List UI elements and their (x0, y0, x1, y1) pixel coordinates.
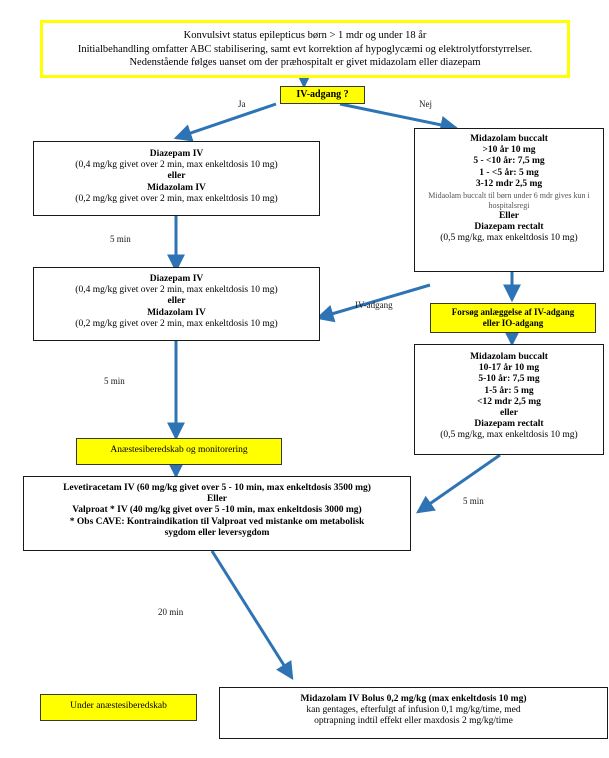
box-midazolam-buccalt-2: Midazolam buccalt 10-17 år 10 mg 5-10 år… (414, 344, 604, 455)
diazepam1-line-4: Midazolam IV (147, 182, 206, 193)
midazolam2-eller: eller (500, 408, 518, 419)
bolus-line-3: optrapning indtil effekt eller maxdosis … (314, 716, 513, 727)
midazolam1-note: Midaolam buccalt til børn under 6 mdr gi… (428, 191, 590, 211)
decision-iv-access[interactable]: IV-adgang ? (280, 86, 365, 104)
midazolam1-dose-2: 5 - <10 år: 7,5 mg (473, 156, 545, 167)
box-second-line-treatment: Levetiracetam IV (60 mg/kg givet over 5 … (23, 476, 411, 551)
edge-label-iv-adgang: IV-adgang (355, 300, 393, 310)
midazolam1-eller: Eller (498, 211, 520, 222)
midazolam1-dose-3: 1 - <5 år: 5 mg (479, 167, 539, 178)
under-anaesthesia-label: Under anæstesiberedskab (70, 701, 167, 711)
decision-label: IV-adgang ? (296, 89, 349, 100)
edge-label-5min-a: 5 min (110, 234, 131, 244)
secondline-line-4: * Obs CAVE: Kontraindikation til Valproa… (69, 516, 365, 527)
bolus-line-2: kan gentages, efterfulgt af infusion 0,1… (306, 705, 521, 716)
midazolam1-dose-4: 3-12 mdr 2,5 mg (475, 178, 543, 189)
secondline-line-2: Eller (206, 494, 228, 505)
midazolam2-dose-3: 1-5 år: 5 mg (484, 385, 534, 396)
bolus-line-1: Midazolam IV Bolus 0,2 mg/kg (max enkelt… (300, 694, 527, 704)
diazepam2-line-2: (0,4 mg/kg givet over 2 min, max enkeltd… (75, 285, 278, 296)
diazepam1-line-3: eller (167, 171, 186, 182)
midazolam2-dose-1: 10-17 år 10 mg (478, 363, 540, 374)
box-iv-access-attempt: Forsøg anlæggelse af IV-adgang eller IO-… (430, 303, 596, 333)
midazolam2-alt-dose: (0,5 mg/kg, max enkeltdosis 10 mg) (440, 430, 578, 441)
edge-label-5min-c: 5 min (463, 496, 484, 506)
box-diazepam-iv-1: Diazepam IV (0,4 mg/kg givet over 2 min,… (33, 141, 320, 216)
iv-access-line-2: eller IO-adgang (482, 317, 544, 328)
header-line-1: Konvulsivt status epilepticus børn > 1 m… (183, 30, 427, 41)
box-midazolam-bolus: Midazolam IV Bolus 0,2 mg/kg (max enkelt… (219, 687, 608, 739)
box-anaesthesia-ready: Anæstesiberedskab og monitorering (76, 438, 282, 465)
secondline-line-1: Levetiracetam IV (60 mg/kg givet over 5 … (63, 483, 371, 493)
diazepam2-line-5: (0,2 mg/kg givet over 2 min, max enkeltd… (75, 318, 278, 329)
diazepam2-line-3: eller (167, 296, 186, 307)
midazolam1-alt-title: Diazepam rectalt (474, 222, 544, 233)
arrow-decision-to-midazolam1 (339, 102, 459, 134)
diazepam2-line-4: Midazolam IV (147, 307, 206, 318)
diazepam1-line-1: Diazepam IV (149, 149, 204, 159)
diazepam2-line-1: Diazepam IV (149, 274, 204, 284)
iv-access-line-1: Forsøg anlæggelse af IV-adgang (451, 307, 575, 317)
header-line-2: Initialbehandling omfatter ABC stabilise… (77, 43, 533, 55)
midazolam2-title: Midazolam buccalt (470, 352, 548, 362)
midazolam2-alt-title: Diazepam rectalt (474, 419, 544, 430)
diazepam1-line-2: (0,4 mg/kg givet over 2 min, max enkeltd… (75, 160, 278, 171)
midazolam2-dose-4: <12 mdr 2,5 mg (477, 396, 541, 407)
edge-label-nej: Nej (419, 99, 432, 109)
diazepam1-line-5: (0,2 mg/kg givet over 2 min, max enkeltd… (75, 193, 278, 204)
midazolam1-dose-1: >10 år 10 mg (482, 145, 536, 156)
edge-label-5min-b: 5 min (104, 376, 125, 386)
edge-label-ja: Ja (238, 99, 246, 109)
secondline-line-5: sygdom eller leversygdom (164, 527, 270, 538)
secondline-line-3: Valproat * IV (40 mg/kg givet over 5 -10… (72, 505, 362, 516)
header-panel: Konvulsivt status epilepticus børn > 1 m… (40, 20, 570, 78)
arrow-midazolam2-to-secondline (416, 453, 501, 514)
arrow-decision-to-diazepam1 (173, 102, 277, 142)
box-midazolam-buccalt-1: Midazolam buccalt >10 år 10 mg 5 - <10 å… (414, 128, 604, 272)
box-diazepam-iv-2: Diazepam IV (0,4 mg/kg givet over 2 min,… (33, 267, 320, 341)
box-under-anaesthesia: Under anæstesiberedskab (40, 694, 197, 721)
midazolam2-dose-2: 5-10 år: 7,5 mg (478, 374, 540, 385)
midazolam1-alt-dose: (0,5 mg/kg, max enkeltdosis 10 mg) (440, 233, 578, 244)
edge-label-20min: 20 min (158, 607, 184, 617)
header-line-3: Nedenstående følges uanset om der præhos… (129, 57, 481, 69)
midazolam1-title: Midazolam buccalt (470, 134, 548, 144)
anaesthesia-ready-label: Anæstesiberedskab og monitorering (110, 445, 248, 455)
arrow-secondline-to-bolus (210, 550, 294, 681)
